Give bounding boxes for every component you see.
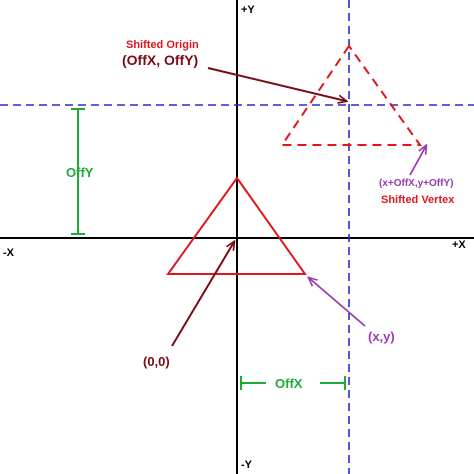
shifted-origin-arrow <box>207 67 346 101</box>
shifted-vertex-title: Shifted Vertex <box>381 194 455 206</box>
offy-bracket <box>71 108 85 235</box>
shifted-vertex-coords: (x+OffX,y+OffY) <box>379 178 453 189</box>
origin-arrow <box>171 242 234 347</box>
x-negative-label: -X <box>3 247 15 259</box>
original-triangle <box>166 176 307 275</box>
y-negative-label: -Y <box>241 459 253 471</box>
vertex-label: (x,y) <box>368 329 395 344</box>
shifted-triangle <box>280 44 422 146</box>
shifted-origin-title: Shifted Origin <box>126 39 199 51</box>
shifted-vertex-arrow <box>409 146 426 176</box>
shifted-origin-coords: (OffX, OffY) <box>122 52 198 68</box>
offx-label: OffX <box>275 376 303 391</box>
offy-label: OffY <box>66 165 94 180</box>
origin-label: (0,0) <box>143 354 170 369</box>
vertex-arrow <box>309 278 366 327</box>
x-positive-label: +X <box>452 239 466 251</box>
offx-bracket <box>240 376 346 390</box>
y-positive-label: +Y <box>241 4 255 16</box>
